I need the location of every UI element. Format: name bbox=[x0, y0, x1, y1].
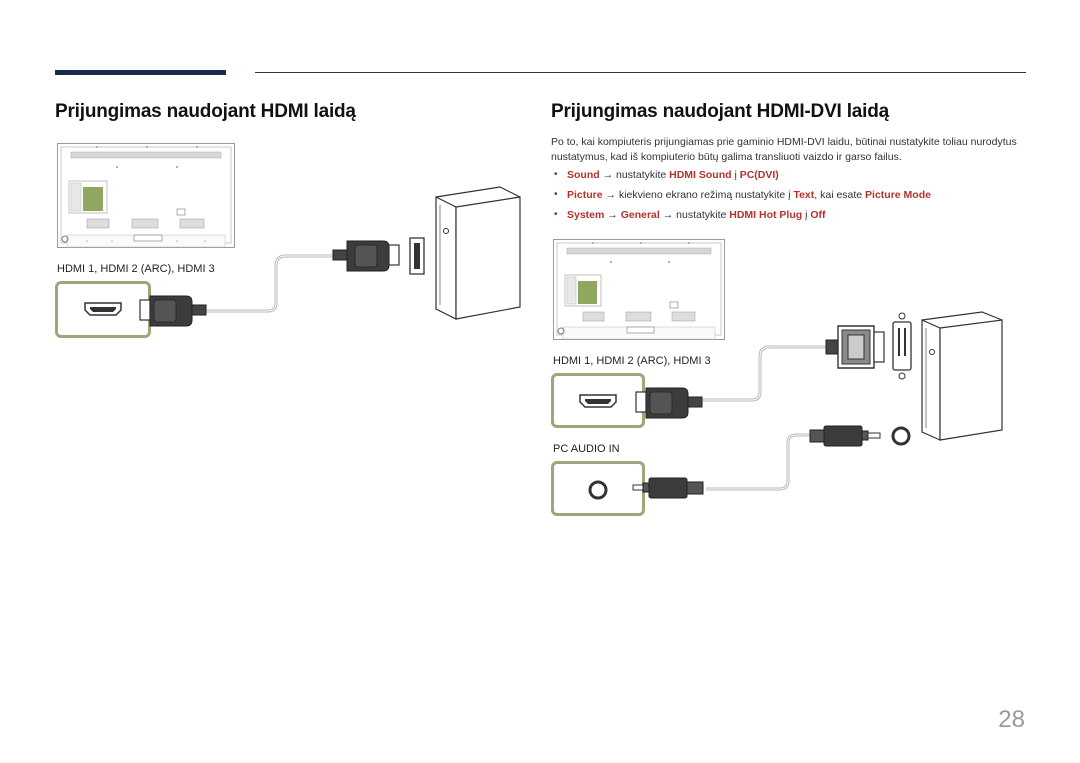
audio-jack-icon bbox=[891, 426, 911, 446]
hdmi-plug-icon bbox=[332, 240, 400, 272]
right-hdmi-port-label: HDMI 1, HDMI 2 (ARC), HDMI 3 bbox=[553, 355, 711, 367]
audio-jack-icon bbox=[588, 480, 608, 500]
left-port-label: HDMI 1, HDMI 2 (ARC), HDMI 3 bbox=[57, 263, 215, 275]
audio-plug-icon bbox=[632, 477, 704, 499]
hdmi-port-icon bbox=[84, 302, 122, 316]
hdmi-cable-left bbox=[206, 254, 335, 313]
hdmi-plug-icon bbox=[139, 295, 207, 327]
right-section-title: Prijungimas naudojant HDMI-DVI laidą bbox=[551, 101, 890, 122]
pc-tower-icon bbox=[921, 311, 1003, 441]
list-item: System → General → nustatykite HDMI Hot … bbox=[554, 208, 1033, 228]
hdmi-plug-icon bbox=[635, 387, 703, 419]
audio-plug-icon bbox=[809, 425, 881, 447]
list-item: Sound → nustatykite HDMI Sound į PC(DVI) bbox=[554, 168, 1033, 188]
hdmi-port-icon bbox=[579, 394, 617, 408]
left-section-title: Prijungimas naudojant HDMI laidą bbox=[55, 101, 356, 122]
audio-cable bbox=[706, 433, 816, 491]
header-rule bbox=[255, 72, 1026, 73]
monitor-back-icon bbox=[57, 143, 235, 248]
settings-list: Sound → nustatykite HDMI Sound į PC(DVI)… bbox=[554, 168, 1033, 228]
pc-audio-in-label: PC AUDIO IN bbox=[553, 443, 620, 455]
intro-paragraph: Po to, kai kompiuteris prijungiamas prie… bbox=[551, 136, 1017, 163]
page-number: 28 bbox=[998, 706, 1025, 733]
hdmi-port-icon bbox=[409, 237, 425, 275]
list-item: Picture → kiekvieno ekrano režimą nustat… bbox=[554, 188, 1033, 208]
pc-tower-icon bbox=[435, 186, 521, 320]
hdmi-dvi-cable bbox=[696, 345, 832, 402]
dvi-port-icon bbox=[892, 312, 912, 380]
dvi-plug-icon bbox=[825, 325, 885, 369]
header-accent-bar bbox=[55, 70, 226, 75]
monitor-back-icon bbox=[553, 239, 725, 340]
